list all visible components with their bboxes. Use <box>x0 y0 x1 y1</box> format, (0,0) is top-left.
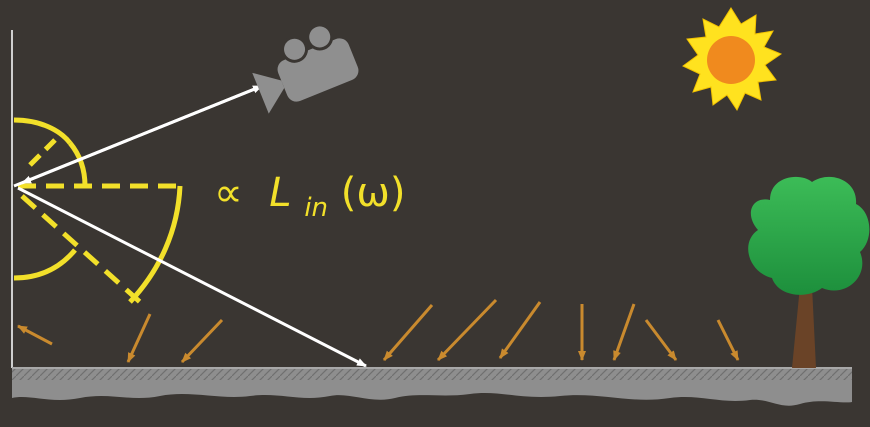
lobe-arc-top <box>13 117 72 145</box>
sun-icon <box>682 7 783 112</box>
camera-icon <box>252 23 359 114</box>
incoming-arrow <box>126 313 152 363</box>
tree-leaves <box>748 176 870 295</box>
formula-argument: (ω) <box>341 170 406 216</box>
formula: ∝ L in (ω) <box>214 170 405 226</box>
lobe-dash-diagonal <box>20 194 142 304</box>
formula-L: L <box>269 170 291 216</box>
ray-to-ground <box>17 186 367 368</box>
incoming-arrow <box>436 298 498 362</box>
ray-from-camera <box>21 84 263 185</box>
ground-hatch <box>12 368 852 380</box>
tree-icon <box>748 176 870 368</box>
incoming-arrow <box>716 319 740 361</box>
incoming-arrow <box>498 301 542 359</box>
incoming-arrow <box>612 303 636 361</box>
ground <box>12 367 852 406</box>
lobe-dash-up <box>28 138 57 167</box>
incoming-arrow <box>644 319 678 361</box>
incoming-arrow <box>180 318 224 364</box>
formula-subscript: in <box>304 193 328 223</box>
incoming-light-arrows <box>17 298 740 364</box>
tree-trunk <box>792 286 816 368</box>
incoming-arrow <box>17 324 53 346</box>
incoming-arrow <box>382 304 434 361</box>
formula-symbol: ∝ <box>214 170 243 216</box>
reflectance-lobe <box>13 117 183 304</box>
lobe-arc-left-bottom <box>13 248 77 281</box>
lobe-arc-right <box>128 185 183 304</box>
lobe-arc-upper <box>68 141 88 187</box>
